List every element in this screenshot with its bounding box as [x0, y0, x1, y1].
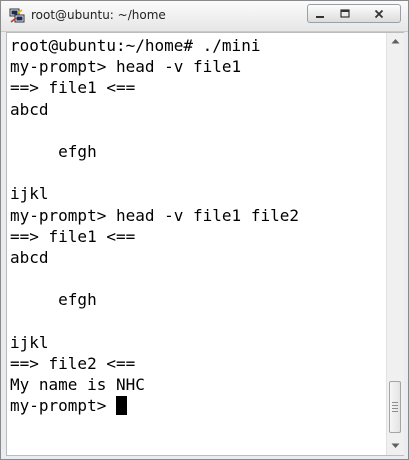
thumb-grip [392, 402, 398, 403]
terminal-line: abcd [10, 247, 49, 267]
chevron-down-icon [391, 443, 400, 448]
terminal-output[interactable]: root@ubuntu:~/home# ./mini my-prompt> he… [10, 35, 384, 453]
prompt-line[interactable]: my-prompt> [10, 395, 384, 416]
thumb-grip [392, 411, 398, 412]
terminal-line: ==> file2 <== [10, 353, 136, 373]
terminal-line: ==> file1 <== [10, 226, 136, 246]
scroll-down-button[interactable] [387, 438, 404, 455]
terminal-line: efgh [10, 141, 97, 161]
terminal-line [10, 120, 384, 141]
thumb-grip [392, 405, 398, 406]
scroll-up-button[interactable] [387, 33, 404, 50]
title-bar[interactable]: root@ubuntu: ~/home [1, 1, 408, 32]
chevron-up-icon [391, 39, 400, 44]
terminal-line: ijkl [10, 332, 49, 352]
vertical-scrollbar[interactable] [386, 33, 404, 455]
prompt-text: my-prompt> [10, 396, 116, 416]
text-cursor [115, 396, 127, 416]
terminal-line: efgh [10, 290, 97, 310]
terminal-line [10, 162, 384, 183]
close-button[interactable] [357, 4, 401, 23]
terminal-frame: root@ubuntu:~/home# ./mini my-prompt> he… [6, 32, 404, 456]
terminal-line: abcd [10, 99, 49, 119]
terminal-line: root@ubuntu:~/home# ./mini [10, 36, 261, 55]
terminal-line: ijkl [10, 184, 49, 204]
minimize-button[interactable] [307, 4, 333, 23]
maximize-icon [339, 8, 350, 18]
thumb-grip [392, 408, 398, 409]
scrollbar-thumb[interactable] [389, 381, 401, 433]
terminal-line [10, 268, 384, 289]
terminal-line [10, 310, 384, 331]
terminal-line: My name is NHC [10, 375, 145, 394]
terminal-line: my-prompt> head -v file1 file2 [10, 205, 299, 225]
window-title: root@ubuntu: ~/home [31, 8, 166, 22]
terminal-line: my-prompt> head -v file1 [10, 57, 242, 77]
minimize-icon [316, 15, 324, 18]
close-icon [374, 9, 383, 18]
maximize-button[interactable] [332, 4, 358, 23]
putty-icon[interactable] [9, 8, 25, 24]
terminal-line: ==> file1 <== [10, 78, 136, 98]
